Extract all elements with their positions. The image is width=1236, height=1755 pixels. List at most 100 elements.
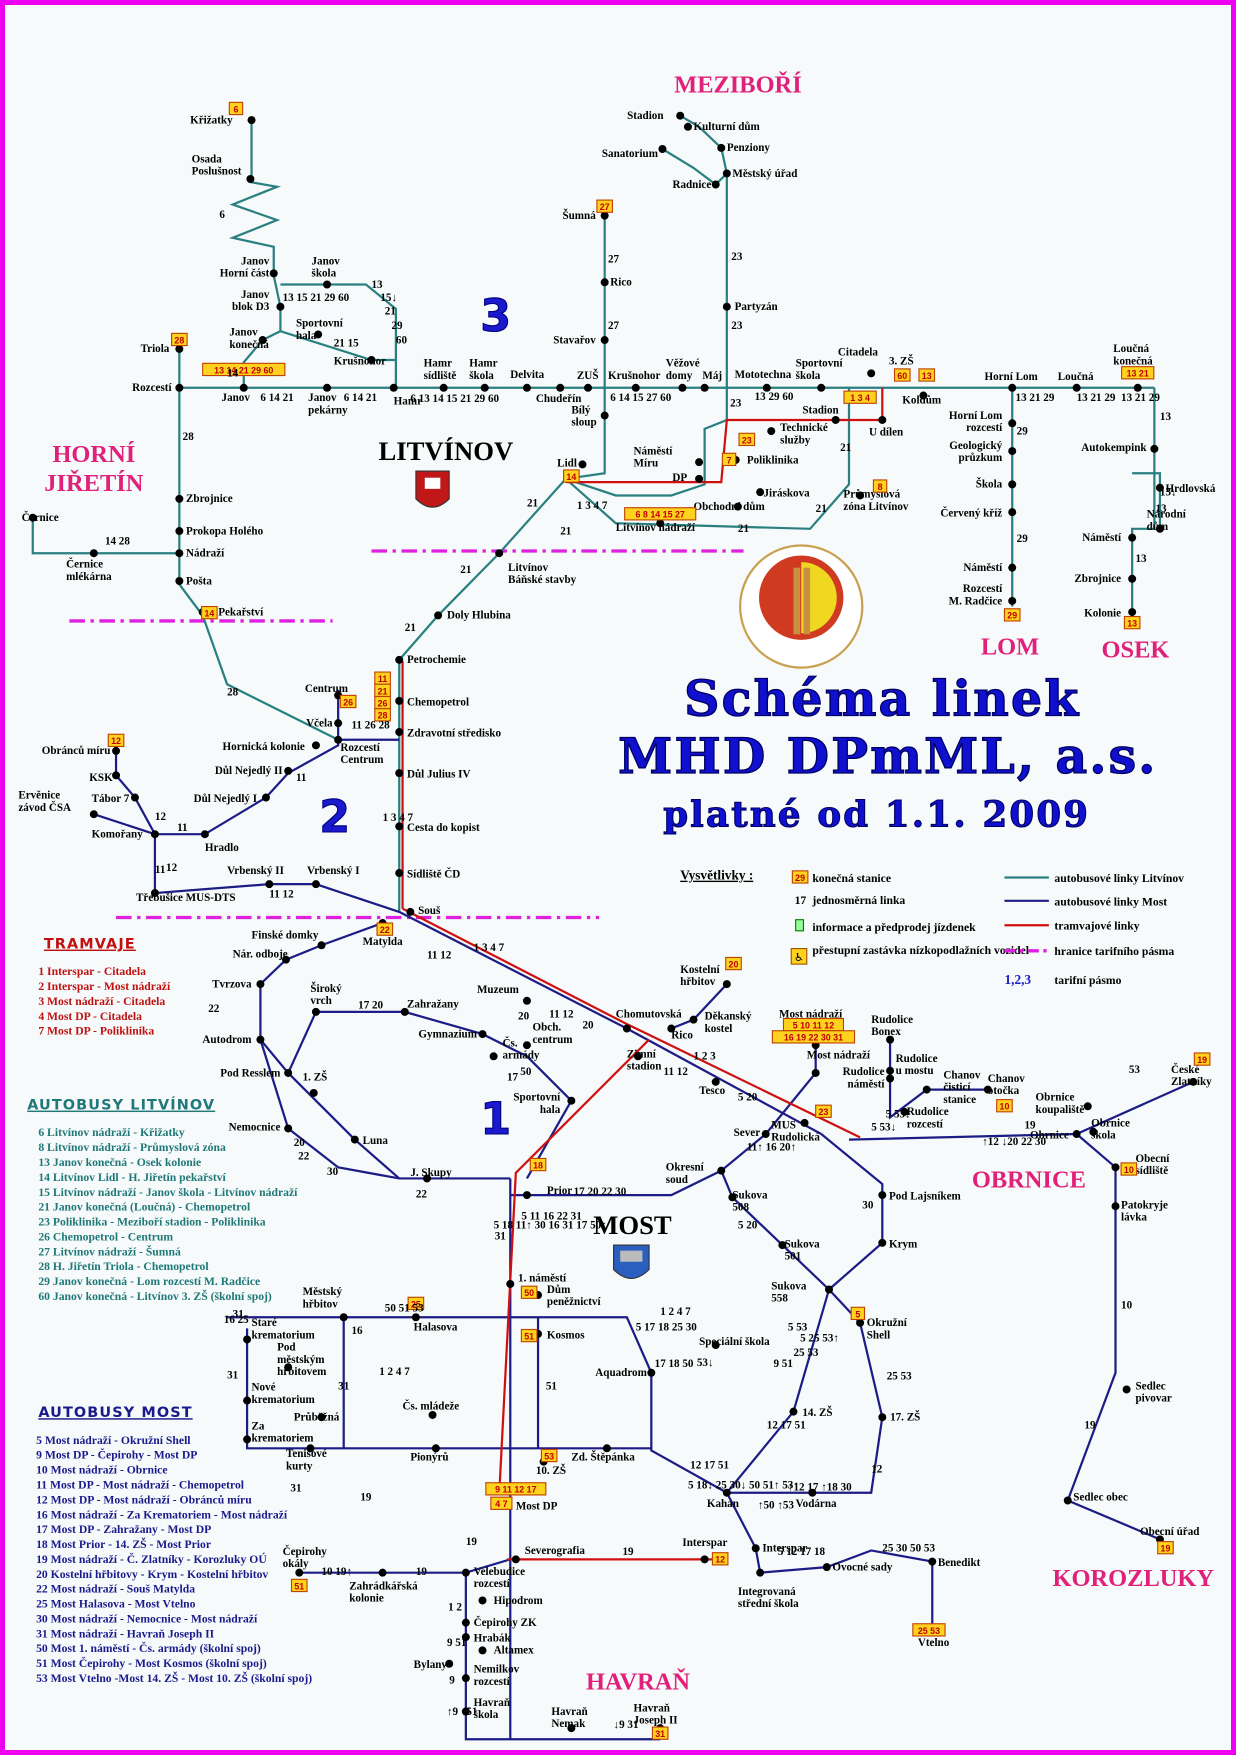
station-dot[interactable] [112,746,121,755]
station[interactable]: Delvita [510,369,545,392]
station-dot[interactable] [28,513,37,522]
station-dot[interactable] [522,383,531,392]
station[interactable]: Včela [306,717,343,729]
station-dot[interactable] [175,576,184,585]
station-dot[interactable] [175,344,184,353]
station-dot[interactable] [886,1074,895,1083]
station[interactable]: Hornická kolonie [223,741,320,753]
station-dot[interactable] [647,1368,656,1377]
station-dot[interactable] [600,211,609,220]
station[interactable]: Bylany [414,1659,454,1671]
station-dot[interactable] [522,1191,531,1200]
station-dot[interactable] [1128,608,1137,617]
station[interactable]: Chemopetrol [395,696,469,708]
station-dot[interactable] [886,1035,895,1044]
station-dot[interactable] [767,427,776,436]
station-dot[interactable] [631,383,640,392]
station[interactable]: Čs. mládeže [403,1399,460,1419]
station-dot[interactable] [276,302,285,311]
station-dot[interactable] [130,793,139,802]
station-dot[interactable] [334,735,343,744]
station[interactable]: Aquadrom [595,1367,656,1379]
station-dot[interactable] [878,415,887,424]
station-dot[interactable] [495,549,504,558]
station-dot[interactable] [350,1135,359,1144]
station-dot[interactable] [243,1435,252,1444]
station[interactable]: Penziony [717,142,770,154]
station[interactable]: Hrdlovská [1155,483,1216,495]
station-dot[interactable] [1063,1496,1072,1505]
station[interactable]: Finské domky [252,930,326,950]
station[interactable]: Pod Lajsníkem [878,1191,962,1203]
station[interactable]: Poliklinika [731,454,799,466]
station-dot[interactable] [1111,1202,1120,1211]
station-dot[interactable] [676,111,685,120]
station-dot[interactable] [1133,383,1142,392]
station[interactable]: 1. ZŠ [303,1071,328,1097]
station[interactable]: Náměstí [963,562,1017,574]
station-dot[interactable] [700,383,709,392]
station-dot[interactable] [1072,1130,1081,1139]
station-dot[interactable] [761,1130,770,1139]
station-dot[interactable] [584,383,593,392]
station-dot[interactable] [339,1313,348,1322]
station-dot[interactable] [1122,1385,1131,1394]
station-dot[interactable] [600,278,609,287]
station-dot[interactable] [695,458,704,467]
station[interactable]: Městský úřad [722,168,798,180]
station[interactable]: Šumná [562,209,609,222]
station-dot[interactable] [1008,508,1017,517]
station-dot[interactable] [239,383,248,392]
station-dot[interactable] [431,1444,440,1453]
station-dot[interactable] [1072,383,1081,392]
station[interactable]: Loučná [1058,371,1094,392]
station-dot[interactable] [667,1024,676,1033]
station-dot[interactable] [89,810,98,819]
station-dot[interactable] [506,1279,515,1288]
station[interactable]: 1. náměstí [506,1273,567,1288]
station-dot[interactable] [378,1568,387,1577]
station[interactable]: Pionýrů [410,1444,449,1464]
station[interactable]: Obch.centrum [522,1022,573,1050]
station[interactable]: Chomutovská [616,1008,682,1033]
station-dot[interactable] [150,889,159,898]
station[interactable]: Horní Lom [984,371,1039,392]
station[interactable]: Tesco [699,1077,726,1097]
station-dot[interactable] [246,174,255,183]
station[interactable]: Prior [522,1185,572,1200]
station-dot[interactable] [822,1563,831,1572]
station-dot[interactable] [284,1068,293,1077]
station-dot[interactable] [711,180,720,189]
station-dot[interactable] [928,1557,937,1566]
station[interactable]: Zdravotní středisko [395,727,501,739]
station[interactable]: Důl Julius IV [395,769,471,781]
station[interactable]: Zbrojnice [1074,573,1137,585]
station-dot[interactable] [284,1124,293,1133]
station[interactable]: Gymnazium [418,1028,487,1040]
station-dot[interactable] [886,1066,895,1075]
station-dot[interactable] [434,611,443,620]
station-dot[interactable] [1155,483,1164,492]
station[interactable]: Chudeřín [536,383,582,405]
station-dot[interactable] [480,383,489,392]
station-dot[interactable] [175,527,184,536]
